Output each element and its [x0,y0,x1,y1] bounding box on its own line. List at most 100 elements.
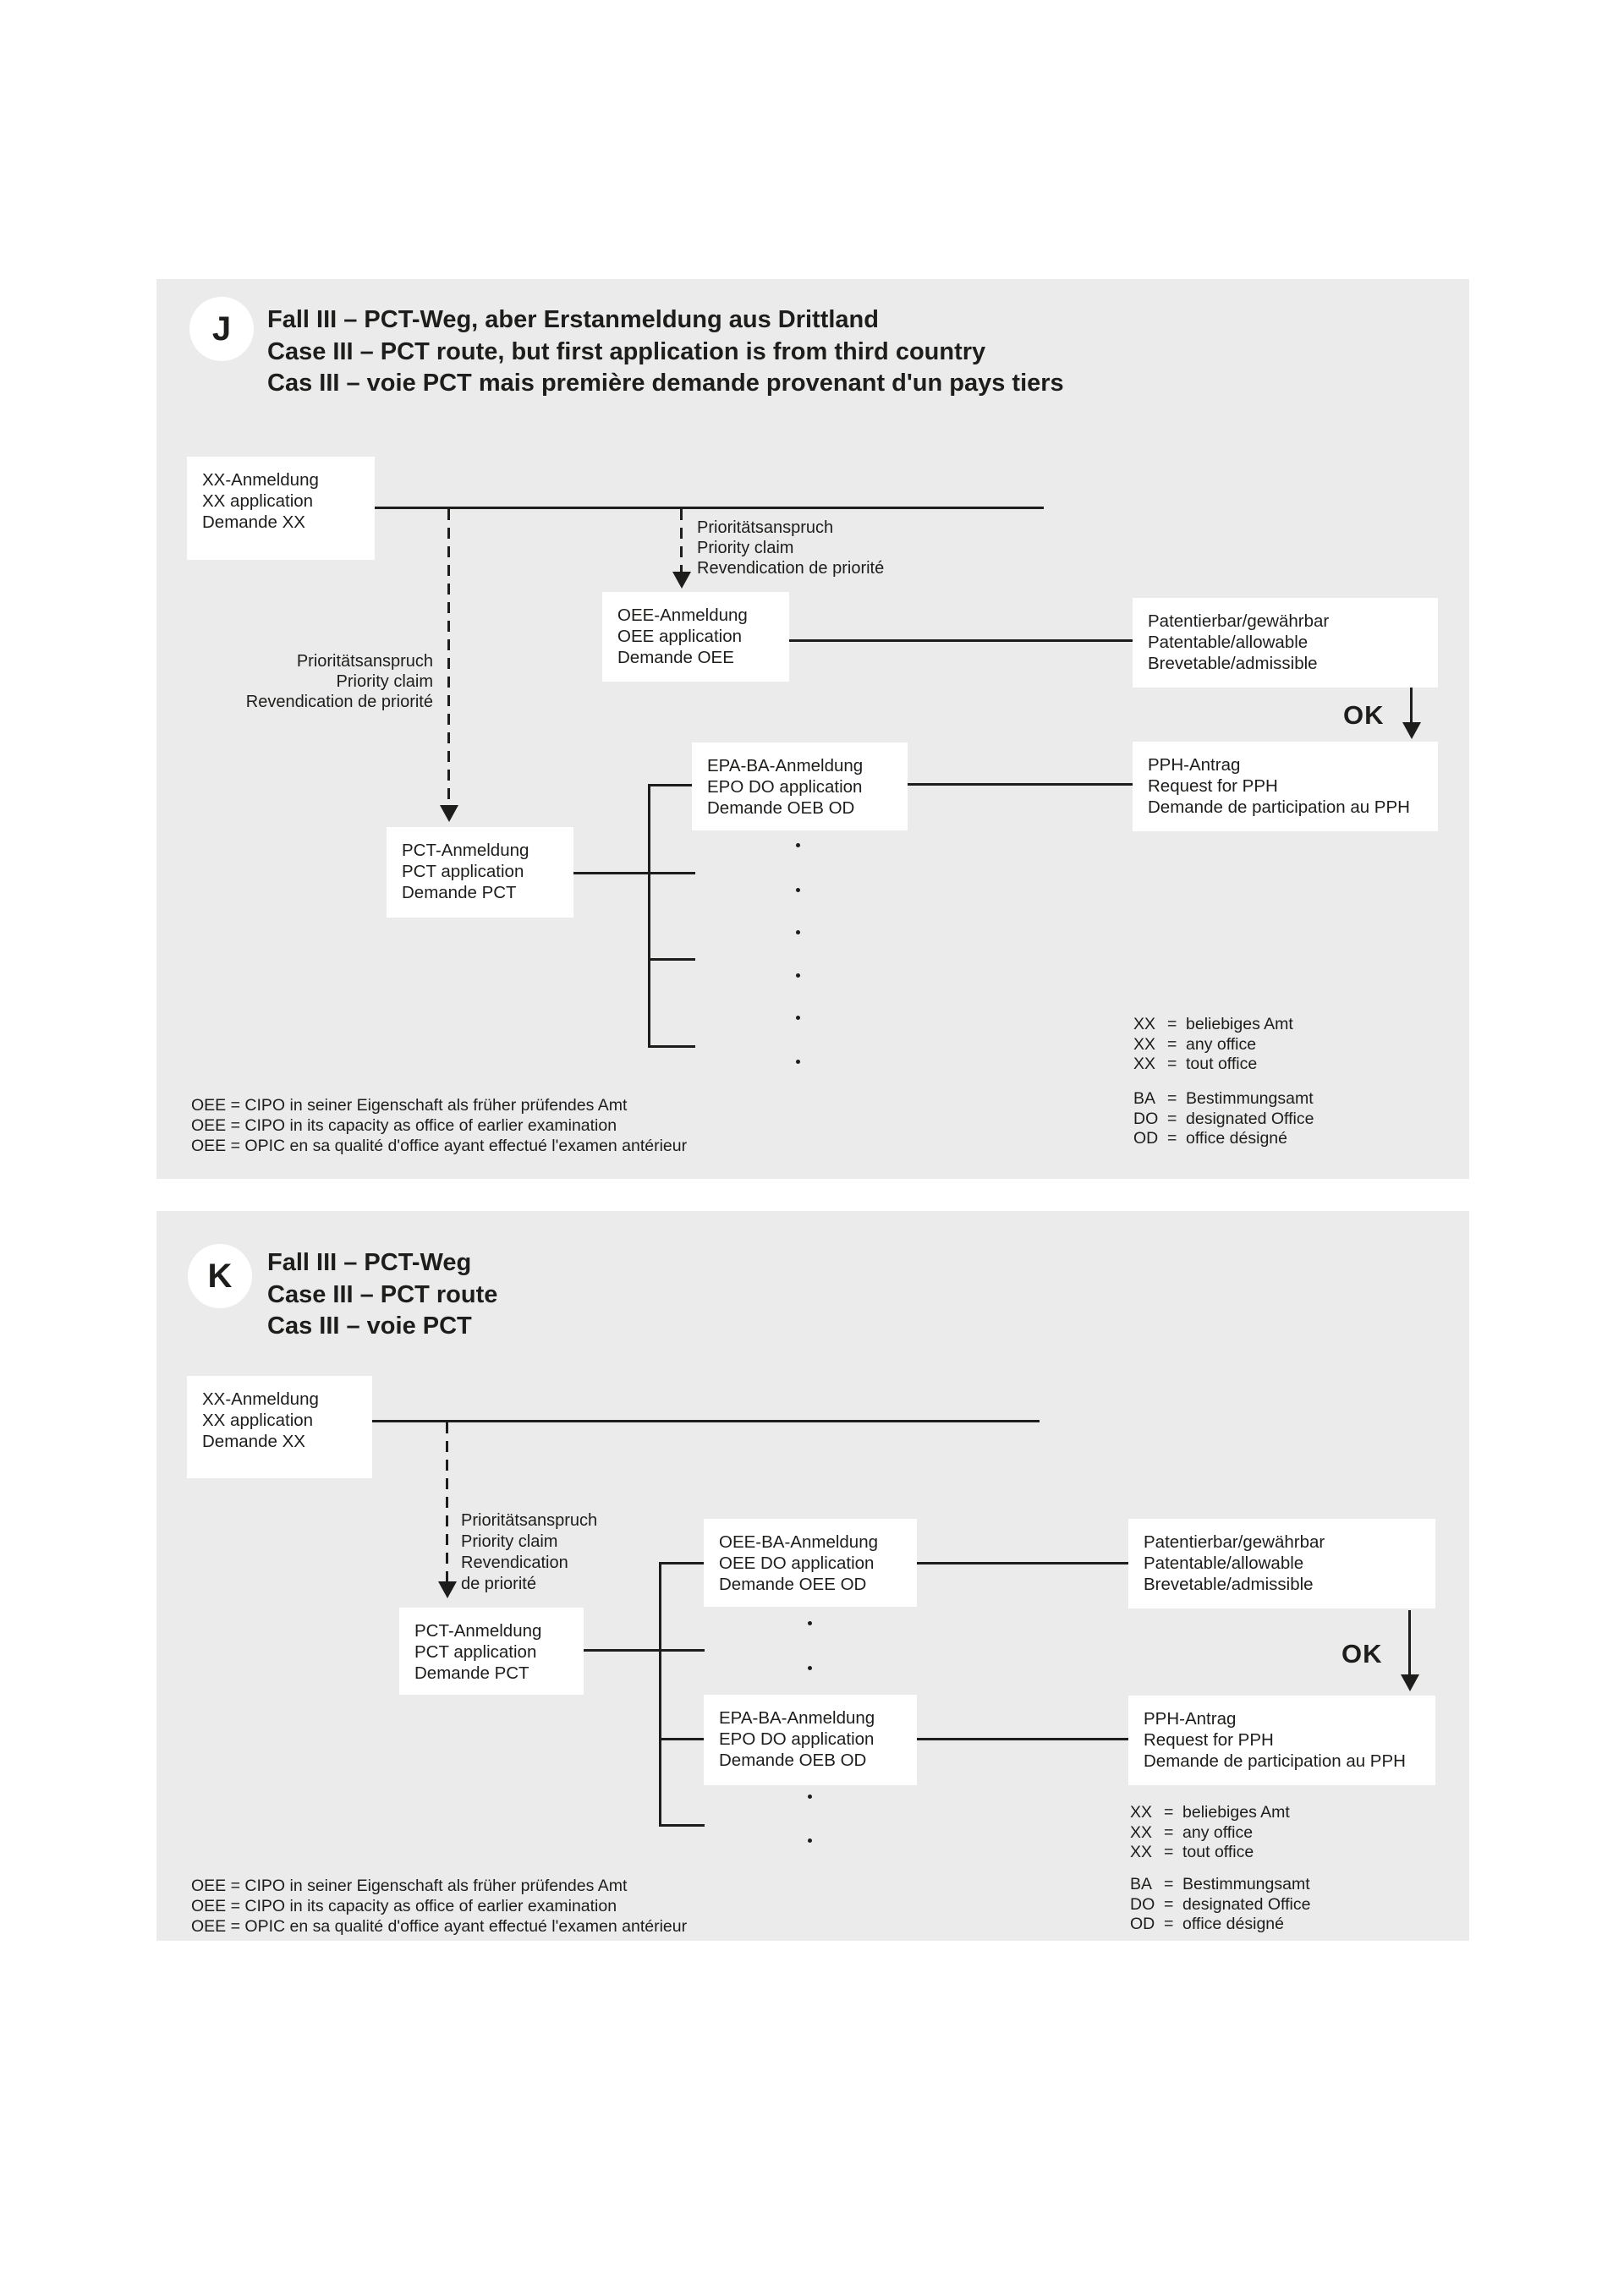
legend-oee-en: OEE = CIPO in its capacity as office of … [191,1897,617,1915]
priority-claim-fr: Revendication de priorité [697,559,885,578]
j-box-epo-do-line-de: EPA-BA-Anmeldung [707,756,864,775]
j-box-pct-line-de: PCT-Anmeldung [402,841,529,860]
k-priority-arrow-to-pct [446,1422,448,1583]
ellipsis-dot [796,1016,800,1020]
j-ok-label: OK [1343,700,1385,730]
j-priority-arrow-to-oee [680,509,683,573]
j-priority-arrow-to-pct-head [440,805,458,822]
k-priority-claim-label: Prioritätsanspruch Priority claim Revend… [461,1510,597,1595]
priority-claim-en: Priority claim [461,1532,558,1551]
priority-claim-fr-2: de priorité [461,1575,536,1593]
k-timeline-line [372,1420,1040,1422]
j-box-xx-line-fr: Demande XX [202,512,305,532]
ellipsis-dot [796,1060,800,1064]
k-line-epo-to-pph [917,1738,1128,1740]
j-legend-ba: BA=Bestimmungsamt DO=designated Office O… [1133,1089,1314,1148]
k-box-xx-line-fr: Demande XX [202,1432,305,1451]
k-box-patentable-line-de: Patentierbar/gewährbar [1144,1532,1325,1552]
k-box-oee-do-line-de: OEE-BA-Anmeldung [719,1532,879,1552]
j-priority-claim-label-left: Prioritätsanspruch Priority claim Revend… [196,651,433,712]
panel-k-title: Fall III – PCT-Weg Case III – PCT route … [267,1247,497,1343]
j-priority-claim-label-right: Prioritätsanspruch Priority claim Revend… [697,518,884,578]
j-line-pct-to-bracket [573,872,695,874]
priority-claim-en: Priority claim [336,672,433,691]
ellipsis-dot [808,1621,812,1625]
k-bracket-vertical [659,1562,661,1827]
j-box-pct-application: PCT-Anmeldung PCT application Demande PC… [387,827,573,918]
k-box-epo-do-application: EPA-BA-Anmeldung EPO DO application Dema… [704,1695,917,1785]
k-box-patentable: Patentierbar/gewährbar Patentable/allowa… [1128,1519,1435,1608]
j-priority-arrow-to-pct [447,509,450,805]
ellipsis-dot [796,930,800,934]
priority-claim-en: Priority claim [697,539,794,557]
k-legend-xx: XX=beliebiges Amt XX=any office XX=tout … [1130,1803,1290,1861]
j-box-oee-line-de: OEE-Anmeldung [617,606,748,625]
k-box-pct-application: PCT-Anmeldung PCT application Demande PC… [399,1608,584,1695]
j-box-patentable: Patentierbar/gewährbar Patentable/allowa… [1133,598,1438,688]
k-legend-ba: BA=Bestimmungsamt DO=designated Office O… [1130,1875,1311,1933]
j-box-epo-do-line-en: EPO DO application [707,777,863,797]
k-ok-arrow-head [1401,1674,1419,1691]
priority-claim-fr-1: Revendication [461,1553,568,1572]
j-bracket-stub-bottom [648,1045,695,1048]
ellipsis-dot [796,843,800,847]
k-box-pct-line-fr: Demande PCT [414,1663,529,1683]
j-box-xx-application: XX-Anmeldung XX application Demande XX [187,457,375,560]
j-box-pph-line-en: Request for PPH [1148,776,1278,796]
legend-oee-de: OEE = CIPO in seiner Eigenschaft als frü… [191,1096,628,1115]
k-box-epo-do-line-de: EPA-BA-Anmeldung [719,1708,875,1728]
k-box-patentable-line-en: Patentable/allowable [1144,1553,1304,1573]
k-bracket-stub-top [659,1562,704,1564]
j-box-patentable-line-en: Patentable/allowable [1148,633,1309,652]
priority-claim-de: Prioritätsanspruch [697,518,834,537]
legend-oee-de: OEE = CIPO in seiner Eigenschaft als frü… [191,1877,628,1895]
k-box-xx-line-en: XX application [202,1411,314,1430]
panel-badge-k: K [188,1244,252,1308]
k-legend-oee: OEE = CIPO in seiner Eigenschaft als frü… [191,1876,687,1937]
k-priority-arrow-to-pct-head [438,1581,457,1598]
ellipsis-dot [808,1666,812,1670]
panel-j-title: Fall III – PCT-Weg, aber Erstanmeldung a… [267,304,1064,400]
j-line-oee-to-patentable [789,639,1133,642]
k-box-xx-application: XX-Anmeldung XX application Demande XX [187,1376,372,1478]
k-line-oee-to-patentable [917,1562,1128,1564]
j-bracket-vertical [648,784,650,1048]
j-bracket-stub-middle [648,958,695,961]
panel-badge-k-letter: K [207,1257,233,1295]
legend-oee-fr: OEE = OPIC en sa qualité d'office ayant … [191,1917,688,1936]
j-box-pct-line-fr: Demande PCT [402,883,517,902]
k-box-patentable-line-fr: Brevetable/admissible [1144,1575,1314,1594]
j-box-patentable-line-fr: Brevetable/admissible [1148,654,1318,673]
legend-oee-en: OEE = CIPO in its capacity as office of … [191,1116,617,1135]
ellipsis-dot [796,973,800,978]
panel-j-title-fr: Cas III – voie PCT mais première demande… [267,370,1064,397]
k-box-epo-do-line-fr: Demande OEB OD [719,1751,867,1770]
panel-k-title-fr: Cas III – voie PCT [267,1312,472,1340]
k-box-xx-line-de: XX-Anmeldung [202,1389,319,1409]
k-box-oee-do-line-fr: Demande OEE OD [719,1575,867,1594]
j-line-epo-to-pph [908,783,1133,786]
j-box-xx-line-en: XX application [202,491,314,511]
ellipsis-dot [808,1838,812,1843]
k-box-pph-line-en: Request for PPH [1144,1730,1274,1750]
k-bracket-stub-middle [659,1738,704,1740]
j-box-patentable-line-de: Patentierbar/gewährbar [1148,611,1330,631]
j-box-xx-line-de: XX-Anmeldung [202,470,319,490]
priority-claim-fr: Revendication de priorité [245,693,433,711]
k-box-pph-request: PPH-Antrag Request for PPH Demande de pa… [1128,1696,1435,1785]
k-box-oee-do-line-en: OEE DO application [719,1553,875,1573]
k-line-pct-to-bracket [584,1649,705,1652]
j-box-pph-request: PPH-Antrag Request for PPH Demande de pa… [1133,742,1438,831]
legend-oee-fr: OEE = OPIC en sa qualité d'office ayant … [191,1137,688,1155]
j-box-pph-line-de: PPH-Antrag [1148,755,1241,775]
j-box-epo-do-line-fr: Demande OEB OD [707,798,855,818]
ellipsis-dot [808,1795,812,1799]
k-box-oee-do-application: OEE-BA-Anmeldung OEE DO application Dema… [704,1519,917,1607]
panel-j-title-en: Case III – PCT route, but first applicat… [267,337,986,365]
panel-j-title-de: Fall III – PCT-Weg, aber Erstanmeldung a… [267,306,879,333]
panel-k-title-de: Fall III – PCT-Weg [267,1249,472,1276]
priority-claim-de: Prioritätsanspruch [296,652,433,671]
j-legend-xx: XX=beliebiges Amt XX=any office XX=tout … [1133,1015,1293,1073]
j-priority-arrow-to-oee-head [672,572,691,589]
j-box-oee-line-en: OEE application [617,627,743,646]
